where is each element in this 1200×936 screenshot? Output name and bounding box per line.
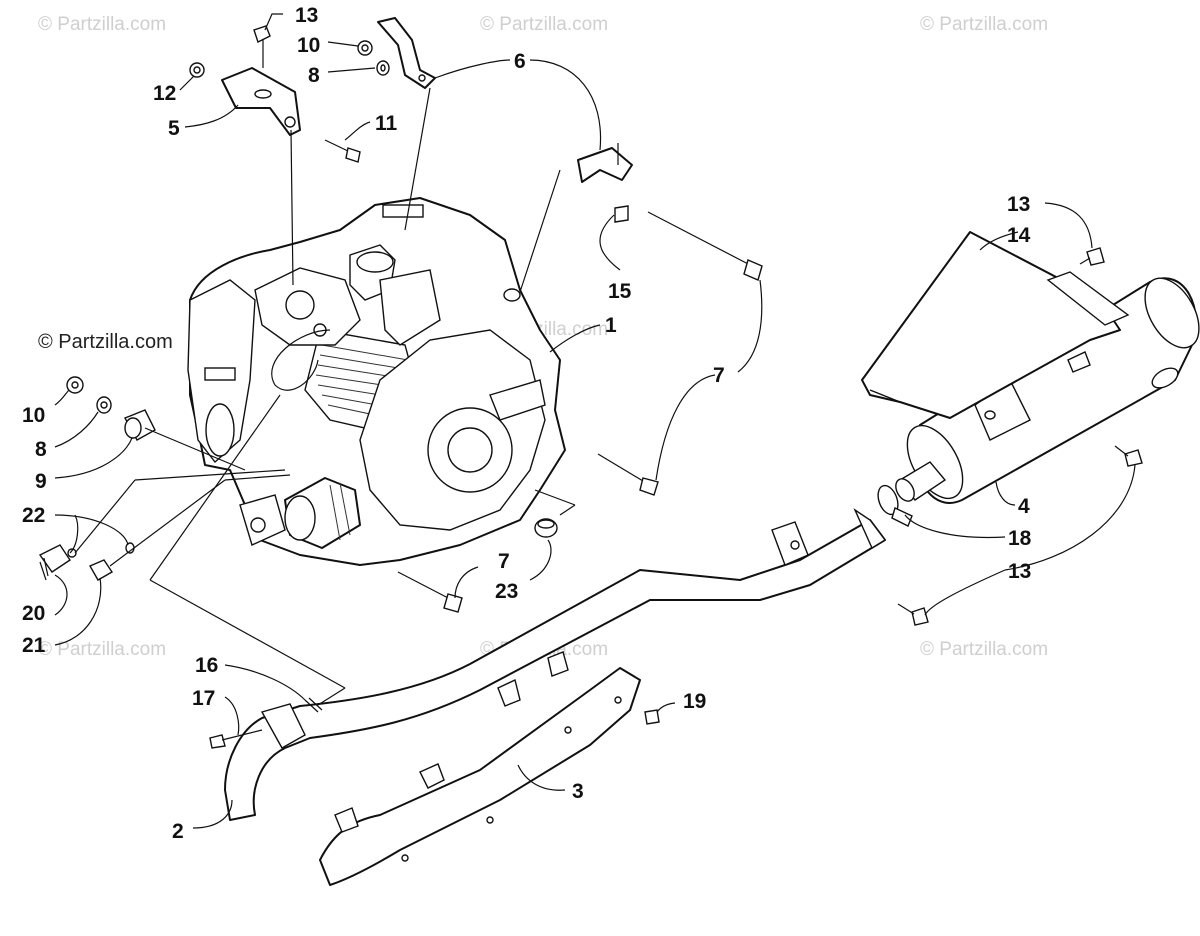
exhaust-pipe[interactable] (224, 508, 887, 821)
bolt-13-muffler-top[interactable] (1079, 247, 1105, 266)
callout-1: 1 (605, 314, 617, 337)
callout-2: 2 (172, 820, 184, 843)
callout-18: 18 (1008, 527, 1032, 550)
screw-15[interactable] (614, 205, 629, 223)
watermark-dark: © Partzilla.com (38, 331, 173, 353)
callout-20: 20 (22, 602, 45, 625)
callout-3: 3 (572, 780, 584, 803)
bracket-6-rear[interactable] (577, 143, 633, 183)
long-bolt-7-bottom[interactable] (397, 571, 463, 613)
watermark: © Partzilla.com (38, 14, 166, 35)
callout-23: 23 (495, 580, 518, 603)
callout-4: 4 (1018, 495, 1030, 518)
nut-10-left[interactable] (66, 376, 84, 394)
bolt-13-muffler-right[interactable] (1114, 445, 1143, 467)
callout-17: 17 (192, 687, 215, 710)
callout-13: 13 (295, 4, 318, 27)
callout-15: 15 (608, 280, 632, 303)
engine-mount-bracket-front[interactable] (221, 67, 301, 136)
gasket-clamp[interactable] (874, 483, 913, 527)
engine[interactable] (187, 197, 566, 566)
callout-5: 5 (168, 117, 180, 140)
nut-10-top[interactable] (357, 40, 373, 56)
muffler[interactable] (892, 269, 1200, 508)
callout-8-left: 8 (35, 438, 47, 461)
callout-16: 16 (195, 654, 218, 677)
spacer-9[interactable] (124, 409, 156, 441)
watermark: © Partzilla.com (38, 639, 166, 660)
bolt-17[interactable] (209, 729, 263, 749)
sensor-switch[interactable] (38, 544, 77, 581)
callout-8: 8 (308, 64, 320, 87)
heat-shield-lower[interactable] (319, 651, 641, 886)
watermark: © Partzilla.com (480, 14, 608, 35)
bolt-11[interactable] (324, 139, 361, 163)
long-bolt-7-mid[interactable] (597, 453, 659, 496)
callout-11: 11 (375, 112, 398, 135)
callout-numbers: 13 10 8 12 5 11 6 15 1 7 10 8 9 22 20 21… (22, 4, 1032, 843)
callout-22: 22 (22, 504, 45, 527)
oil-filter[interactable] (284, 477, 361, 549)
engine-mount-bracket-rear[interactable] (377, 17, 436, 89)
leader-lines (54, 13, 1136, 829)
watermark: © Partzilla.com (920, 639, 1048, 660)
callout-13-muffler: 13 (1007, 193, 1030, 216)
long-bolt-7-top[interactable] (647, 211, 763, 281)
callout-10-left: 10 (22, 404, 45, 427)
nut-12[interactable] (189, 62, 205, 78)
callout-19: 19 (683, 690, 706, 713)
callout-14: 14 (1007, 224, 1031, 247)
watermark: © Partzilla.com (920, 14, 1048, 35)
bolt-13-pipe[interactable] (897, 603, 929, 626)
callout-12: 12 (153, 82, 176, 105)
bushing-23[interactable] (534, 518, 558, 538)
screw-19[interactable] (644, 709, 660, 725)
spring-clamp[interactable] (304, 697, 323, 713)
bolt-13-top[interactable] (253, 25, 271, 68)
callout-6: 6 (514, 50, 526, 73)
callout-9: 9 (35, 470, 47, 493)
fitting-21[interactable] (89, 559, 113, 581)
callout-7-bottom: 7 (498, 550, 510, 573)
callout-10: 10 (297, 34, 320, 57)
heat-shield-muffler[interactable] (861, 231, 1130, 419)
callout-7: 7 (713, 364, 725, 387)
washer-8-left[interactable] (96, 396, 112, 414)
callout-13-lower: 13 (1008, 560, 1031, 583)
washer-8-top[interactable] (376, 60, 390, 76)
callout-21: 21 (22, 634, 46, 657)
